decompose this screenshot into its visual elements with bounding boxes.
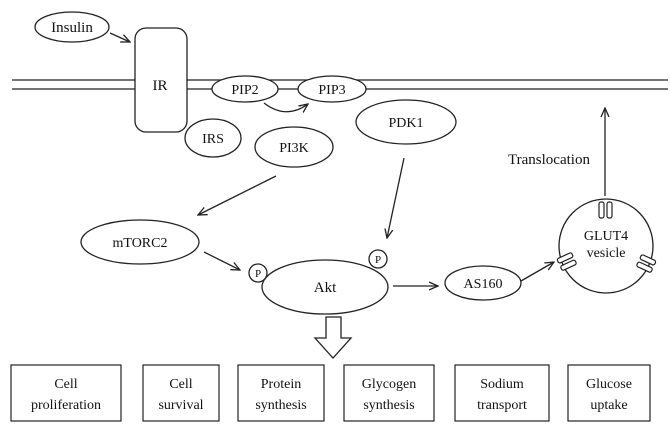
glut4-label-line1: GLUT4 [584,229,628,244]
outcome-line1: Cell [54,377,77,392]
pi3k-node: PI3K [254,126,334,168]
pip3-label: PIP3 [318,83,345,98]
pip3-node: PIP3 [297,75,367,103]
akt-phospho-left: P [248,263,268,283]
phospho-right-label: P [375,254,381,266]
mtorc2-node: mTORC2 [80,219,200,265]
outcome-box-4: Sodium transport [454,364,550,422]
outcome-line2: survival [158,398,203,413]
outcome-line1: Glycogen [362,377,416,392]
irs-node: IRS [184,118,242,158]
outcome-line1: Cell [169,377,192,392]
pdk1-node: PDK1 [355,99,457,145]
outcome-line1: Glucose [586,377,632,392]
outcome-line1: Protein [261,377,301,392]
phospho-left-label: P [255,268,261,280]
akt-label: Akt [314,280,337,296]
akt-outcomes-block-arrow [313,316,353,359]
ir-label: IR [153,78,168,94]
akt-node: Akt [261,259,389,315]
pip2-to-pip3-arrow [263,102,308,112]
pi3k-to-mtorc2-arrow [198,175,277,215]
glut4-vesicle-node: GLUT4 vesicle [556,198,657,294]
outcome-box-2: Protein synthesis [237,364,325,422]
ir-receptor-node: IR [134,27,188,133]
glut4-label-line2: vesicle [587,246,626,261]
outcome-box-1: Cell survival [142,364,220,422]
glut4-transporter-right [636,254,657,273]
outcome-line2: proliferation [31,398,101,413]
pip2-node: PIP2 [211,75,279,103]
irs-label: IRS [202,132,224,147]
mtorc2-label: mTORC2 [113,236,168,251]
insulin-to-ir-arrow [109,32,130,42]
outcome-box-5: Glucose uptake [567,364,651,422]
pdk1-label: PDK1 [388,116,423,131]
outcome-box-0: Cell proliferation [10,364,122,422]
pdk1-to-akt-arrow [387,157,405,238]
outcome-line2: uptake [590,398,627,413]
pip2-label: PIP2 [231,83,258,98]
outcome-box-3: Glycogen synthesis [343,364,435,422]
as160-node: AS160 [444,265,522,301]
as160-label: AS160 [464,277,503,292]
translocation-label: Translocation [508,152,590,168]
outcome-line2: synthesis [255,398,306,413]
outcome-line1: Sodium [480,377,524,392]
insulin-node: Insulin [34,11,110,43]
akt-phospho-right: P [368,249,388,269]
glut4-transporter-top [598,201,613,219]
insulin-label: Insulin [51,20,93,36]
outcome-line2: transport [477,398,527,413]
mtorc2-to-akt-arrow [203,251,240,270]
pi3k-label: PI3K [279,141,309,156]
outcome-line2: synthesis [363,398,414,413]
glut4-transporter-left [556,252,577,271]
as160-to-glut4-arrow [520,262,554,282]
